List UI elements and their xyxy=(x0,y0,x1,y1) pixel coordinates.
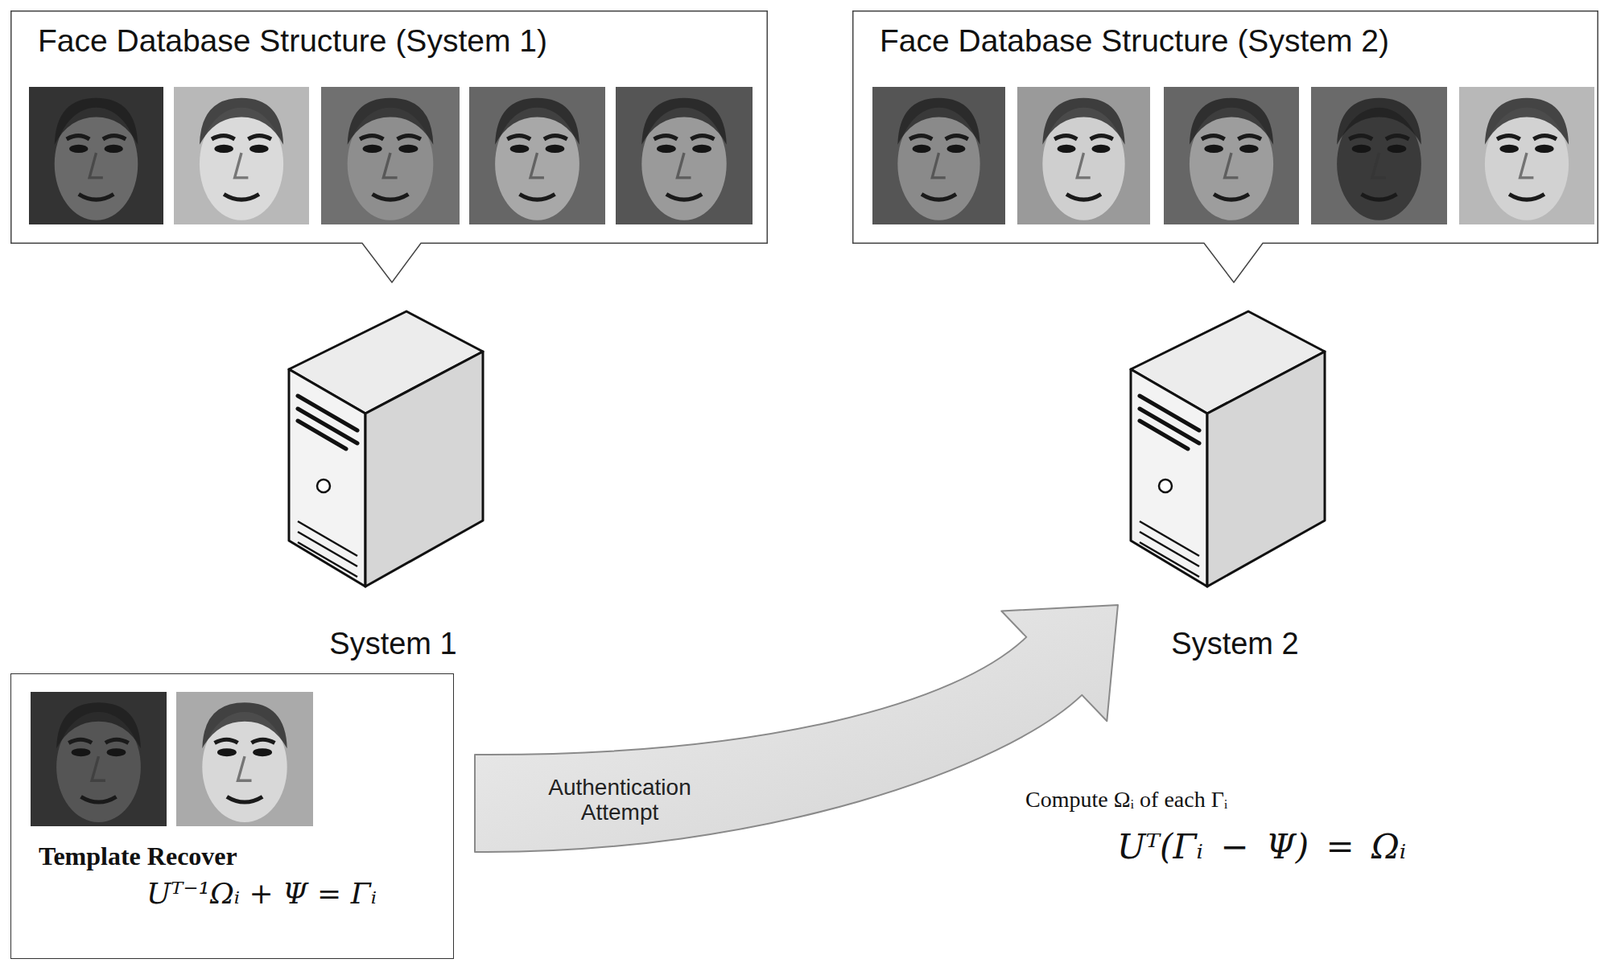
node-title: System 2 xyxy=(1127,626,1343,662)
server-node: System 2 xyxy=(1127,311,1343,662)
server-icon xyxy=(1130,311,1325,587)
face-image xyxy=(615,86,753,225)
node-text: Uᵀ⁻¹Ωᵢ + Ψ = Γᵢ xyxy=(146,877,377,911)
node-title: System 1 xyxy=(285,626,501,662)
database-callout: Face Database Structure (System 2) xyxy=(852,10,1599,244)
node-title: Face Database Structure (System 2) xyxy=(879,23,1390,59)
block-arrow xyxy=(474,605,1118,853)
face-image xyxy=(173,86,310,225)
face-image xyxy=(872,86,1006,225)
database-callout: Face Database Structure (System 1) xyxy=(10,10,768,244)
face-image xyxy=(30,692,167,827)
callout-border xyxy=(11,11,768,283)
face-image xyxy=(176,692,314,827)
face-image xyxy=(1459,86,1595,225)
node-title: Face Database Structure (System 1) xyxy=(37,23,548,59)
server-node: System 1 xyxy=(285,311,501,662)
template-recover-box: Template RecoverUᵀ⁻¹Ωᵢ + Ψ = Γᵢ xyxy=(10,673,454,960)
equation-text: Uᵀ(Γᵢ − Ψ) = Ωᵢ xyxy=(1117,827,1407,867)
node-title: Template Recover xyxy=(38,841,238,872)
server-icon xyxy=(288,311,483,587)
face-image xyxy=(1311,86,1448,225)
face-image xyxy=(1017,86,1151,225)
face-image xyxy=(28,86,164,225)
face-image xyxy=(321,86,460,225)
face-image xyxy=(469,86,606,225)
note-text: Compute Ωᵢ of each Γᵢ xyxy=(1025,787,1228,813)
edge-label: Authentication Attempt xyxy=(523,775,717,826)
callout-border xyxy=(853,11,1599,283)
face-image xyxy=(1163,86,1299,225)
